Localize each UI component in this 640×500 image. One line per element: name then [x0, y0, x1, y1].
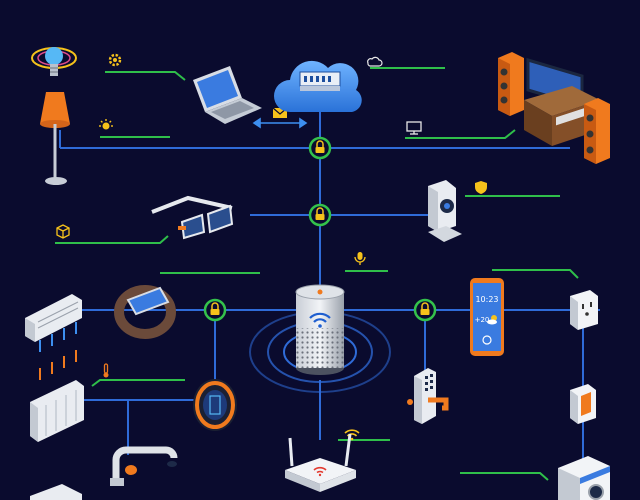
lock-node-upper — [308, 203, 332, 227]
callout-icons — [56, 53, 487, 441]
thermometer-icon — [103, 363, 109, 378]
smart-glasses[interactable] — [151, 195, 234, 240]
robot-vacuum[interactable] — [30, 484, 82, 500]
callout-lines — [55, 67, 579, 481]
padlock-icon — [210, 302, 220, 315]
sun-icon — [99, 119, 113, 130]
laptop[interactable] — [193, 66, 262, 124]
wall-socket[interactable] — [570, 290, 598, 330]
smart-faucet[interactable] — [110, 446, 178, 486]
cold-air-arrows — [39, 322, 77, 352]
monitor-small-icon — [406, 121, 422, 135]
smart-bulb[interactable] — [31, 47, 77, 76]
shield-icon — [475, 181, 487, 194]
cube-icon — [56, 224, 70, 239]
lock-nodes — [203, 136, 437, 322]
router-wifi-icon — [313, 466, 327, 477]
padlock-icon — [420, 302, 430, 315]
callout-line-glasses — [55, 235, 169, 244]
callout-line-phone — [492, 269, 579, 279]
speaker-tower-right — [584, 98, 610, 164]
phone-time: 10:23 — [475, 295, 498, 304]
callout-line-tv — [405, 129, 516, 139]
thermostat[interactable] — [193, 379, 237, 431]
network-lines — [59, 100, 600, 470]
washing-machine[interactable] — [558, 456, 610, 500]
security-camera[interactable] — [428, 180, 462, 242]
router[interactable] — [285, 433, 356, 492]
smartphone[interactable]: 10:23 +20 — [470, 278, 504, 356]
microphone-icon — [354, 252, 366, 265]
radiator[interactable] — [30, 350, 84, 442]
lock-node-right — [413, 298, 437, 322]
callout-line-washer — [460, 472, 549, 481]
callout-line-laptop — [105, 71, 186, 81]
heat-arrows — [39, 350, 77, 380]
phone-temp: +20 — [475, 316, 490, 324]
padlock-icon — [315, 140, 325, 153]
fitness-band[interactable] — [114, 285, 176, 339]
callout-line-thermostat — [91, 379, 185, 387]
padlock-icon — [315, 207, 325, 220]
light-switch[interactable] — [570, 384, 596, 424]
gear-icon — [108, 53, 122, 67]
lock-node-left — [203, 298, 227, 322]
wifi-icon — [309, 312, 331, 328]
speaker-tower-left — [498, 52, 524, 116]
door-lock[interactable] — [407, 368, 449, 424]
floor-lamp[interactable] — [40, 92, 70, 185]
weather-icon — [487, 315, 497, 325]
lock-node-top — [308, 136, 332, 160]
home-theater[interactable] — [498, 52, 610, 164]
smart-speaker[interactable] — [249, 284, 391, 393]
wifi-small-icon — [344, 429, 360, 441]
cloud-server[interactable] — [274, 60, 362, 112]
double-arrow-icon — [252, 117, 308, 129]
cloud-small-icon — [367, 56, 383, 67]
air-conditioner[interactable] — [25, 294, 82, 352]
